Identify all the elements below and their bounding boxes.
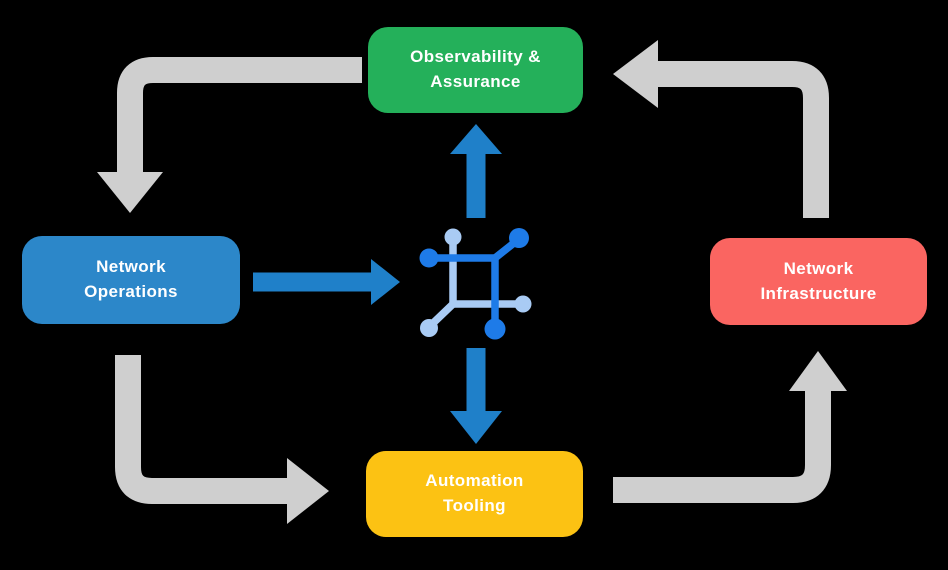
node-label-line: Infrastructure	[760, 283, 877, 303]
arrow-operations-to-hub	[253, 259, 400, 305]
node-label-line: Operations	[84, 282, 178, 301]
node-observability-assurance: Observability & Assurance	[368, 27, 583, 113]
node-label-line: Observability &	[410, 47, 541, 67]
arrow-hub-to-automation	[450, 348, 502, 444]
node-network-infrastructure: Network Infrastructure	[710, 238, 927, 325]
arrow-automation-to-infrastructure	[613, 351, 847, 503]
arrow-operations-to-automation	[115, 355, 329, 524]
node-label-line: Assurance	[430, 72, 521, 91]
arrow-observability-to-operations	[97, 57, 362, 213]
arrow-infrastructure-to-observability	[613, 40, 829, 218]
node-label-line: Automation	[425, 471, 524, 491]
node-label-line: Network	[96, 257, 166, 277]
node-automation-tooling: Automation Tooling	[366, 451, 583, 537]
network-hub-icon	[419, 228, 532, 340]
node-label-line: Network	[783, 258, 854, 278]
node-network-operations: Network Operations	[22, 236, 240, 324]
node-label-line: Tooling	[443, 496, 506, 515]
arrow-hub-to-observability	[450, 124, 502, 218]
